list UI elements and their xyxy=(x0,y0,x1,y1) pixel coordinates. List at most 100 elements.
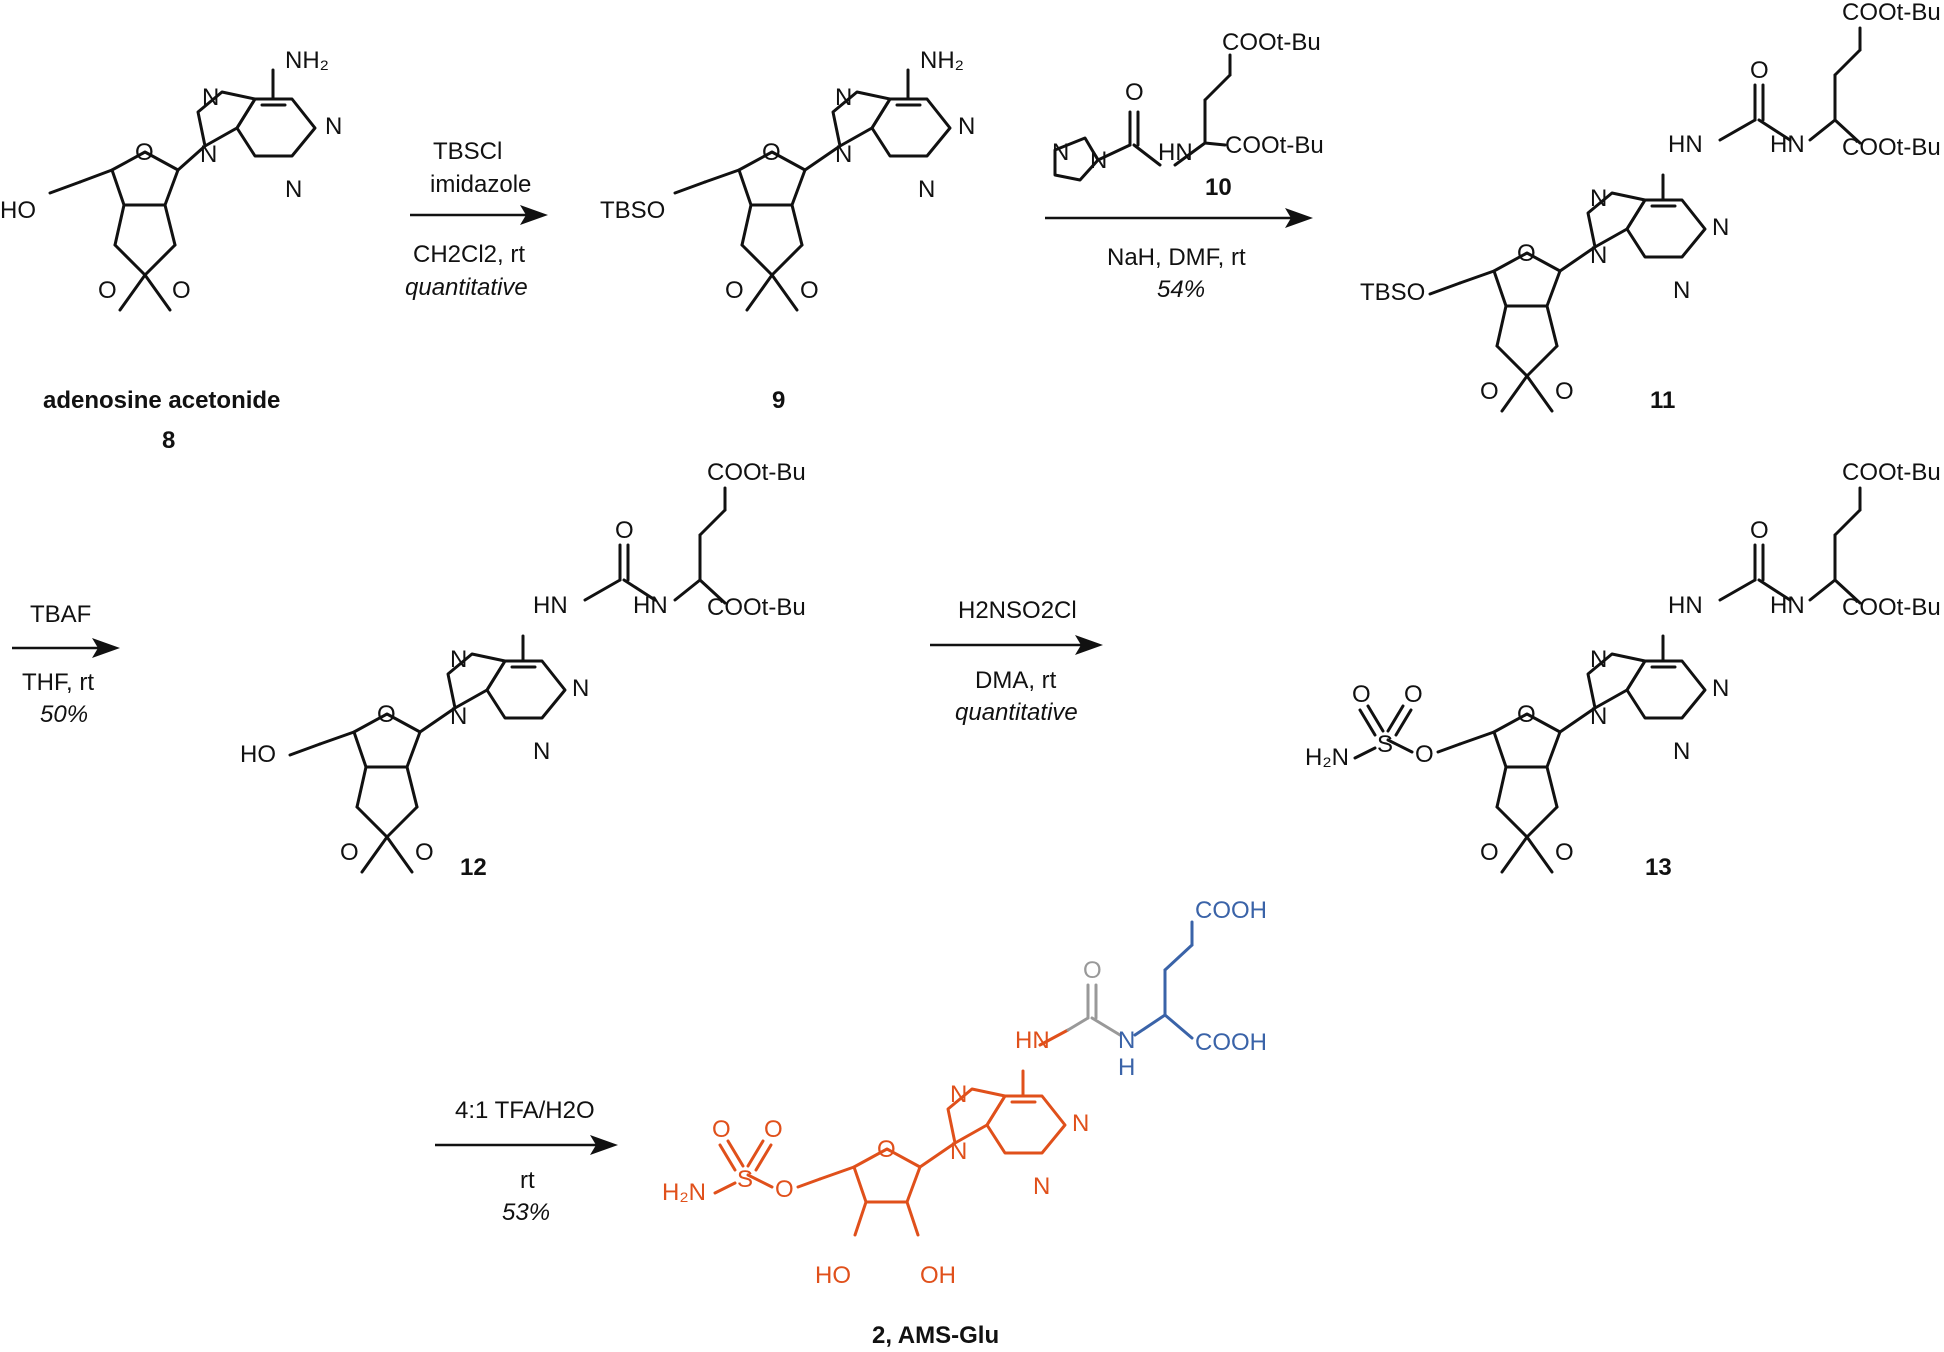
step-3-yield: 50% xyxy=(40,701,88,728)
c2-so-o1: O xyxy=(712,1116,731,1143)
step-5-reagent: 4:1 TFA/H2O xyxy=(455,1097,595,1124)
step-3: TBAF THF, rt 50% xyxy=(12,601,120,728)
c8-o-ring: O xyxy=(135,139,154,166)
c13-n3: N xyxy=(1673,738,1690,765)
c12-n9: N xyxy=(450,703,467,730)
c11-hn: HN xyxy=(1668,131,1703,158)
c13-o2: O xyxy=(1480,839,1499,866)
c2-s: S xyxy=(737,1166,753,1193)
c11-n3: N xyxy=(1673,277,1690,304)
c11-o-ring: O xyxy=(1517,240,1536,267)
step-1-yield: quantitative xyxy=(405,274,528,301)
c9-n1: N xyxy=(958,113,975,140)
r10-o: O xyxy=(1125,79,1144,106)
step-1-reagent2: imidazole xyxy=(430,171,531,198)
step-2-arrow-head xyxy=(1285,208,1313,228)
c13-nh: HN xyxy=(1770,592,1805,619)
compound-9-structure: NH₂ N N N N O TBSO O O xyxy=(600,47,975,312)
compound-13-structure: HN O HN COOt-Bu COOt-Bu N N N N O O S O … xyxy=(1305,459,1941,874)
compound-12-number: 12 xyxy=(460,854,487,881)
c13-n7: N xyxy=(1590,646,1607,673)
step-1: TBSCl imidazole CH2Cl2, rt quantitative xyxy=(405,138,548,301)
c9-n3: N xyxy=(918,176,935,203)
c13-o: O xyxy=(1750,517,1769,544)
c8-ho: HO xyxy=(0,197,36,224)
step-4-arrow-head xyxy=(1075,635,1103,655)
r10-cooTbu-bottom: COOt-Bu xyxy=(1225,132,1324,159)
c2-n9: N xyxy=(950,1138,967,1165)
step-5-arrow-head xyxy=(590,1135,618,1155)
c13-cooTbu-bottom: COOt-Bu xyxy=(1842,594,1941,621)
c8-o3: O xyxy=(172,277,191,304)
c9-o-ring: O xyxy=(762,139,781,166)
c13-o3: O xyxy=(1555,839,1574,866)
c12-n1: N xyxy=(572,675,589,702)
c2-cooh-bottom: COOH xyxy=(1195,1029,1267,1056)
c13-hn: HN xyxy=(1668,592,1703,619)
c2-n3: N xyxy=(1033,1173,1050,1200)
step-2: NaH, DMF, rt 54% xyxy=(1045,208,1313,303)
step-3-arrow-head xyxy=(92,638,120,658)
c9-o2: O xyxy=(725,277,744,304)
c8-n1: N xyxy=(325,113,342,140)
step-1-reagent: TBSCl xyxy=(433,138,502,165)
step-4: H2NSO2Cl DMA, rt quantitative xyxy=(930,597,1103,726)
c11-o: O xyxy=(1750,57,1769,84)
c11-n1: N xyxy=(1712,214,1729,241)
c13-so-o1: O xyxy=(1352,681,1371,708)
c12-ho: HO xyxy=(240,741,276,768)
c13-o-link: O xyxy=(1415,741,1434,768)
c13-s: S xyxy=(1377,731,1393,758)
compound-12-structure: HN O HN COOt-Bu COOt-Bu N N N N O HO O O xyxy=(240,459,806,874)
c2-so-o2: O xyxy=(764,1116,783,1143)
c12-hn: HN xyxy=(533,592,568,619)
c8-o2: O xyxy=(98,277,117,304)
c8-n3: N xyxy=(285,176,302,203)
c11-o3: O xyxy=(1555,378,1574,405)
compound-9-number: 9 xyxy=(772,387,785,414)
c2-o-link: O xyxy=(775,1176,794,1203)
c2-ho: HO xyxy=(815,1262,851,1289)
step-1-conditions: CH2Cl2, rt xyxy=(413,241,525,268)
step-5-conditions: rt xyxy=(520,1167,535,1194)
c2-o-ring: O xyxy=(877,1136,896,1163)
c8-n7: N xyxy=(202,84,219,111)
c11-n7: N xyxy=(1590,185,1607,212)
r10-n-imid2: N xyxy=(1090,147,1107,174)
c12-n3: N xyxy=(533,738,550,765)
c12-nh: HN xyxy=(633,592,668,619)
c9-nh2: NH₂ xyxy=(920,47,964,74)
step-2-conditions: NaH, DMF, rt xyxy=(1107,244,1246,271)
c11-nh: HN xyxy=(1770,131,1805,158)
c12-o: O xyxy=(615,517,634,544)
compound-11-structure: HN O HN COOt-Bu COOt-Bu N N N N O TBSO O… xyxy=(1360,0,1941,413)
step-1-arrow-head xyxy=(520,205,548,225)
c13-o-ring: O xyxy=(1517,701,1536,728)
reagent-10-structure: N N O HN COOt-Bu COOt-Bu xyxy=(1052,29,1324,182)
c13-cooTbu-top: COOt-Bu xyxy=(1842,459,1941,486)
step-3-reagent: TBAF xyxy=(30,601,91,628)
step-3-conditions: THF, rt xyxy=(22,669,94,696)
c9-n9: N xyxy=(835,141,852,168)
c13-n9: N xyxy=(1590,703,1607,730)
step-5: 4:1 TFA/H2O rt 53% xyxy=(435,1097,618,1226)
r10-n-imid: N xyxy=(1052,139,1069,166)
c9-tbso: TBSO xyxy=(600,197,665,224)
step-4-yield: quantitative xyxy=(955,699,1078,726)
c12-o-ring: O xyxy=(377,701,396,728)
compound-8-structure: NH₂ N N N N O HO O O xyxy=(0,47,342,312)
c2-n1: N xyxy=(1072,1110,1089,1137)
compound-13-number: 13 xyxy=(1645,854,1672,881)
step-4-reagent: H2NSO2Cl xyxy=(958,597,1077,624)
compound-2-structure: HN O N H COOH COOH N N N N O O S O O H₂N… xyxy=(662,897,1267,1289)
c2-hn: HN xyxy=(1015,1027,1050,1054)
step-4-conditions: DMA, rt xyxy=(975,667,1057,694)
c2-oh: OH xyxy=(920,1262,956,1289)
r10-cooTbu-top: COOt-Bu xyxy=(1222,29,1321,56)
c12-cooTbu-top: COOt-Bu xyxy=(707,459,806,486)
c12-o2: O xyxy=(340,839,359,866)
c11-o2: O xyxy=(1480,378,1499,405)
c12-cooTbu-bottom: COOt-Bu xyxy=(707,594,806,621)
c8-nh2: NH₂ xyxy=(285,47,329,74)
